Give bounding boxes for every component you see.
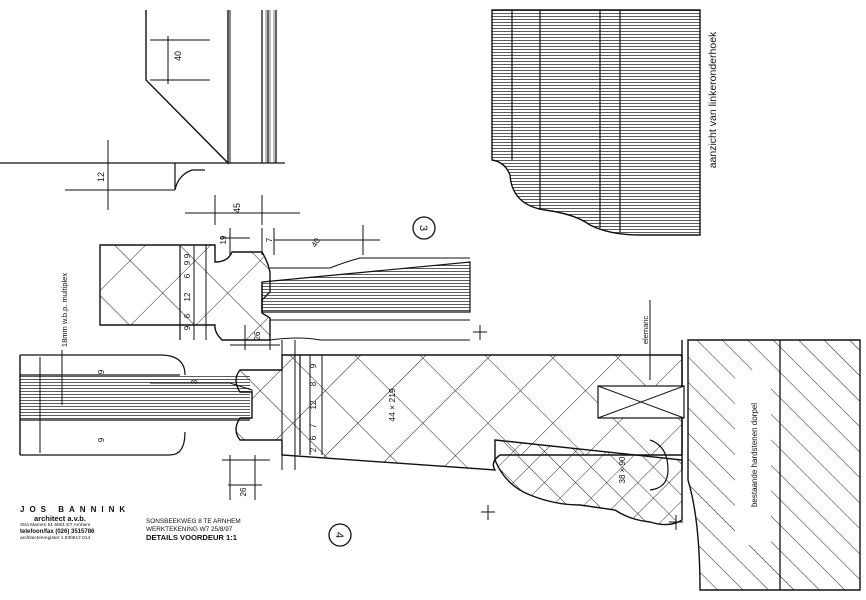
dim-40b: 40	[310, 236, 323, 249]
detail-3-label: 3	[417, 225, 429, 231]
project-line-2: WERKTEKENING W7 25/8/97	[146, 526, 233, 533]
firm-name: JOS BANNINK	[20, 505, 131, 514]
multiplex-panel	[19, 350, 253, 456]
firm-phone: telefoon/fax (026) 3515786	[20, 529, 95, 535]
dim-upper-4: 9	[183, 325, 192, 330]
project-block: SONSBEEKWEG 8 TE ARNHEM WERKTEKENING W7 …	[146, 518, 241, 542]
upper-section	[99, 244, 471, 350]
detail-marker-4: 4	[328, 523, 352, 547]
dim-12: 12	[96, 172, 106, 182]
dim-lower-3: 7	[309, 423, 318, 428]
lower-dimensions	[222, 340, 296, 500]
stone-threshold	[687, 339, 861, 591]
project-line-1: SONSBEEKWEG 8 TE ARNHEM	[146, 518, 241, 525]
firm-address: Stra Marnen 51 6801 ET Arnhem	[20, 523, 91, 528]
dim-lower-5: 2	[309, 447, 318, 452]
detail-marker-3: 3	[412, 216, 436, 240]
sill-section	[494, 439, 683, 526]
drawing-labels: 18mm w.b.p. multiplex 44 × 219 38 × 90 e…	[60, 31, 759, 507]
dim-lower-0: 9	[309, 363, 318, 368]
label-stile: 44 × 219	[387, 388, 397, 422]
label-aanzicht: aanzicht van linkeronderhoek	[707, 31, 719, 168]
detail-4-label: 4	[333, 532, 345, 538]
dim-7: 7	[265, 237, 274, 242]
top-frame-profile	[0, 10, 285, 210]
firm-register: architectenregister 1.930617.014	[20, 536, 91, 541]
label-multiplex: 18mm w.b.p. multiplex	[60, 273, 69, 347]
dim-upper-5: 9	[183, 253, 192, 258]
dim-lower-4: 6	[309, 435, 318, 440]
dim-upper-2: 12	[183, 292, 192, 301]
dim-19: 19	[219, 235, 228, 244]
label-dorpel: bestaande hardstenen dorpel	[750, 403, 759, 507]
door-corner-elevation	[491, 9, 701, 236]
dim-lower-1: 8	[309, 381, 318, 386]
crosshair-marks	[473, 325, 683, 530]
upper-dimensions	[185, 195, 380, 255]
dim-upper-0: 9	[183, 260, 192, 265]
dim-9-left-bottom: 9	[97, 437, 106, 442]
dim-26-upper: 26	[253, 331, 262, 340]
dim-lower-2: 12	[309, 400, 318, 409]
dim-upper-1: 6	[183, 273, 192, 278]
dim-26-lower: 26	[239, 487, 248, 496]
dim-45: 45	[232, 203, 242, 213]
dim-9-left-top: 9	[97, 369, 106, 374]
firm-subtitle: architect a.v.b.	[34, 514, 86, 523]
title-block: JOS BANNINK architect a.v.b. Stra Marnen…	[20, 505, 150, 542]
project-line-3: DETAILS VOORDEUR 1:1	[146, 533, 237, 542]
label-elemaric: elemaric	[641, 316, 650, 345]
label-sill: 38 × 90	[618, 456, 627, 483]
dim-40: 40	[173, 51, 183, 61]
dim-3: 3	[190, 379, 199, 384]
dim-upper-3: 6	[183, 313, 192, 318]
stile-section	[235, 300, 685, 471]
